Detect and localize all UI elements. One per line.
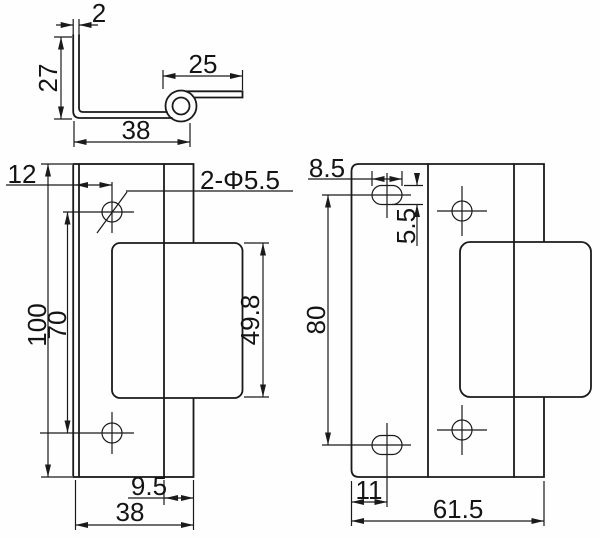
dim-side-leg-height: 27 — [33, 64, 63, 93]
dim-right-slot-width: 5.5 — [391, 208, 421, 244]
hinge-tab — [185, 90, 244, 99]
front-view: 12 2-Φ5.5 100 70 49.8 9.5 38 — [6, 159, 293, 530]
right-hole-top — [437, 186, 487, 236]
front-dimensions — [6, 163, 293, 530]
dim-right-slot-pitch: 80 — [301, 306, 331, 335]
right-dimensions — [308, 171, 545, 526]
right-plate-outline — [350, 163, 545, 478]
side-profile-view: 2 27 25 38 — [33, 0, 244, 147]
front-latch-box — [111, 242, 244, 399]
dim-front-width: 38 — [116, 497, 145, 527]
dim-front-hole-offset: 12 — [8, 159, 37, 189]
right-view: 8.5 5.5 80 11 61.5 — [301, 153, 592, 526]
side-profile-dimensions — [54, 19, 244, 147]
front-hole-bottom — [40, 412, 134, 454]
right-slot-top — [322, 173, 411, 218]
front-hole-top — [63, 182, 134, 233]
dim-front-bend-offset: 9.5 — [131, 471, 167, 501]
right-slot-bottom — [322, 423, 411, 507]
dim-right-width: 61.5 — [433, 494, 484, 524]
dim-right-slot-length: 8.5 — [309, 153, 345, 183]
hole-note-leader — [96, 190, 293, 234]
hinge-curl-outer — [164, 89, 198, 123]
dim-front-hole-pitch: 70 — [42, 311, 72, 340]
front-hole-note: 2-Φ5.5 — [200, 165, 280, 195]
dim-side-base-width: 38 — [122, 115, 151, 145]
dim-front-overall-height: 100 — [22, 303, 52, 346]
dim-side-thickness: 2 — [92, 0, 106, 28]
hinge-curl-inner — [171, 96, 191, 116]
dim-front-latch-height: 49.8 — [235, 295, 265, 346]
right-hole-bottom — [437, 405, 487, 455]
dim-right-slot-offset: 11 — [356, 475, 383, 505]
dim-side-tab-length: 25 — [189, 49, 218, 79]
side-profile-outline — [72, 34, 244, 123]
right-latch-box — [459, 241, 592, 398]
